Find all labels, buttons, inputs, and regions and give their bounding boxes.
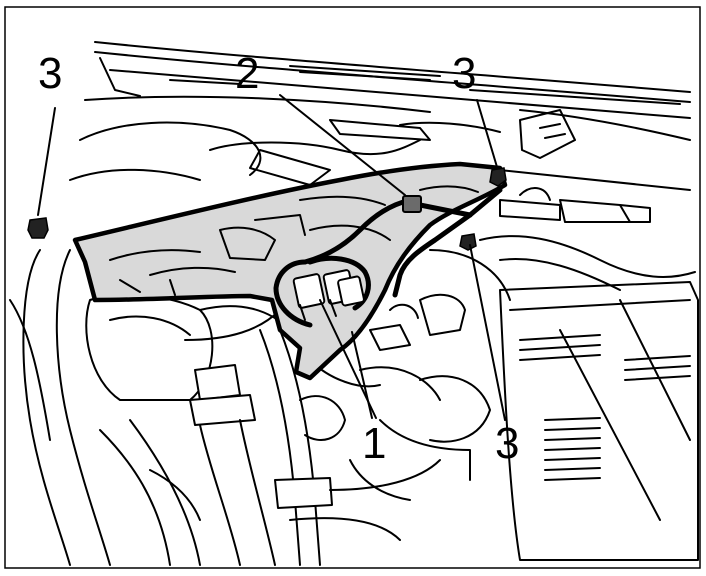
leader-lines bbox=[37, 94, 506, 421]
clip-2 bbox=[402, 195, 422, 213]
panel-details bbox=[109, 185, 479, 296]
callout-3-left: 3 bbox=[38, 49, 62, 98]
fastener-3-bottom-right bbox=[459, 233, 477, 251]
highlighted-cover-panel bbox=[72, 161, 508, 381]
cowl-lines bbox=[84, 41, 691, 141]
left-hoses bbox=[9, 249, 441, 566]
callout-2: 2 bbox=[235, 49, 259, 98]
callout-3-bottom-right: 3 bbox=[495, 419, 519, 468]
fastener-3-left bbox=[27, 217, 49, 239]
callout-3-top-right: 3 bbox=[452, 49, 476, 98]
connectors bbox=[292, 269, 365, 321]
fastener-3-top-right bbox=[489, 167, 507, 187]
engine-cover bbox=[499, 281, 699, 561]
center-components bbox=[299, 293, 491, 501]
callout-1: 1 bbox=[362, 419, 386, 468]
engine-bay-background bbox=[69, 109, 696, 301]
